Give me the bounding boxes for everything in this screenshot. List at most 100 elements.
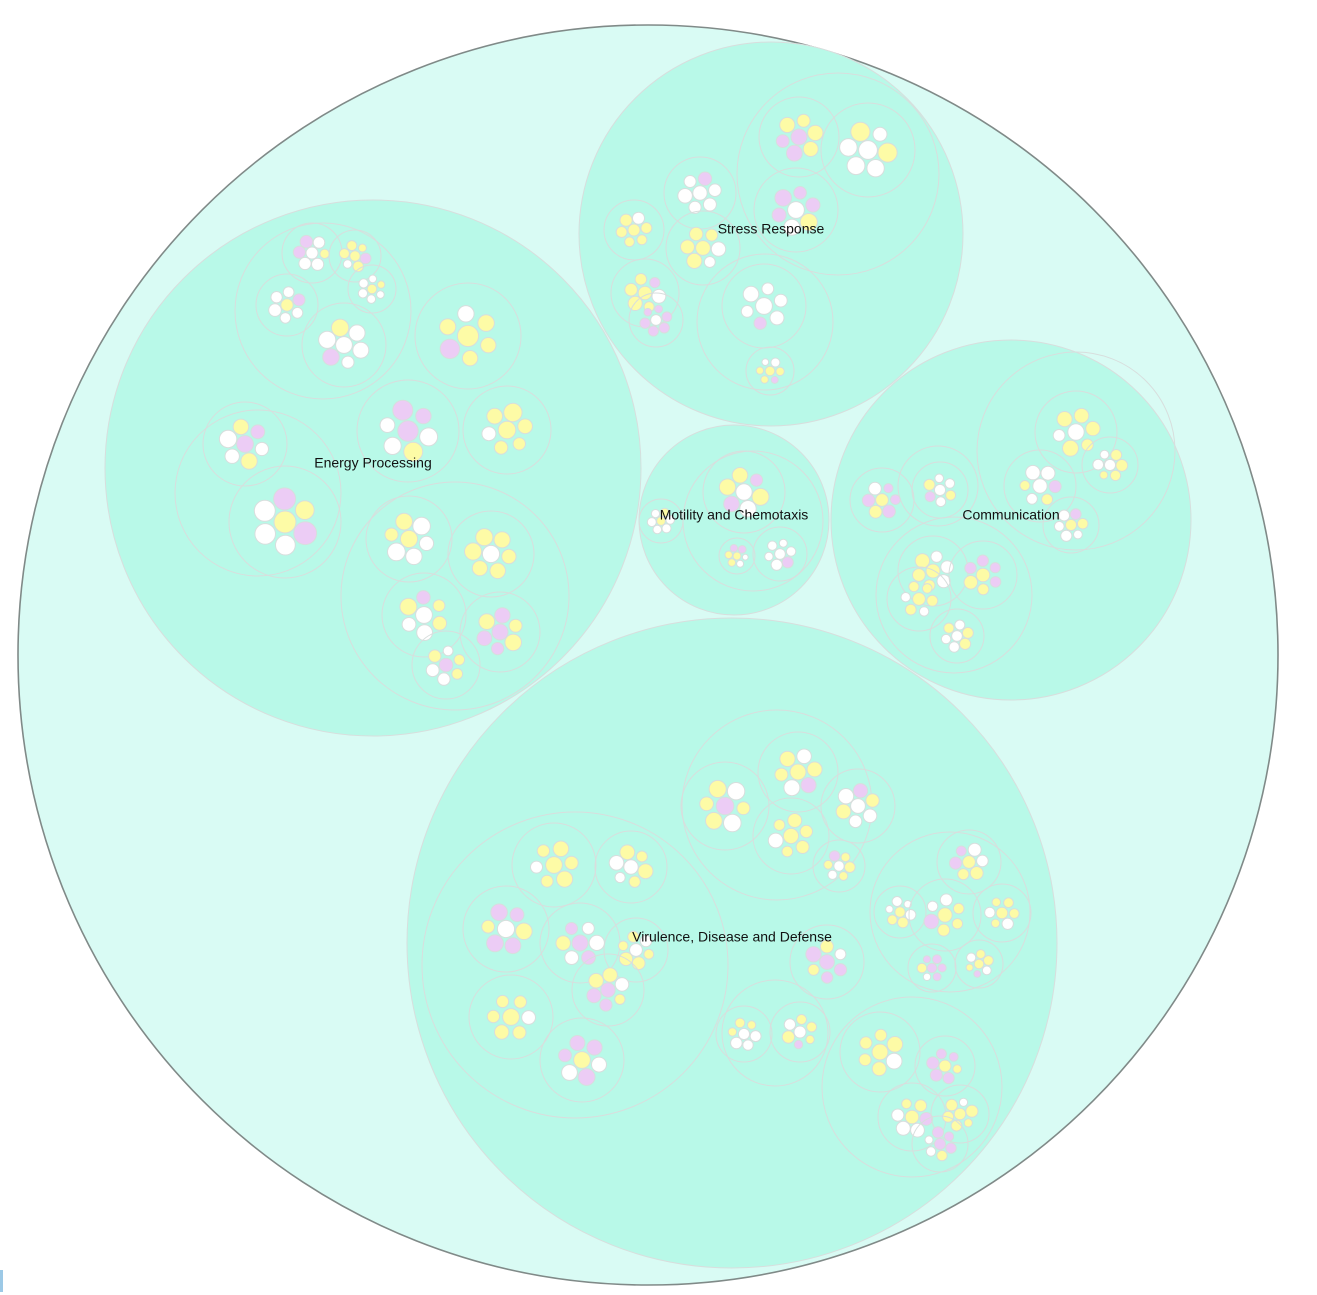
- leaf-circle[interactable]: [661, 311, 673, 323]
- leaf-circle[interactable]: [964, 561, 977, 575]
- leaf-circle[interactable]: [723, 813, 742, 833]
- leaf-circle[interactable]: [508, 618, 523, 633]
- leaf-circle[interactable]: [688, 200, 702, 214]
- leaf-circle[interactable]: [397, 420, 419, 442]
- leaf-circle[interactable]: [432, 599, 446, 612]
- leaf-circle[interactable]: [341, 355, 355, 369]
- leaf-circle[interactable]: [1025, 464, 1041, 481]
- subcluster-circle[interactable]: [873, 885, 927, 939]
- subcluster-circle[interactable]: [820, 768, 896, 844]
- leaf-circle[interactable]: [734, 1017, 746, 1029]
- leaf-circle[interactable]: [608, 855, 625, 871]
- subcluster-circle[interactable]: [680, 761, 770, 851]
- group-virulence-disease-and-defense[interactable]: [406, 617, 1058, 1269]
- leaf-circle[interactable]: [793, 1039, 804, 1050]
- leaf-circle[interactable]: [634, 273, 648, 286]
- leaf-circle[interactable]: [715, 796, 735, 816]
- leaf-circle[interactable]: [493, 440, 509, 455]
- leaf-circle[interactable]: [496, 919, 516, 939]
- leaf-circle[interactable]: [416, 590, 431, 605]
- leaf-circle[interactable]: [478, 613, 496, 630]
- leaf-circle[interactable]: [1056, 411, 1073, 428]
- leaf-circle[interactable]: [969, 866, 984, 880]
- leaf-circle[interactable]: [895, 1120, 911, 1136]
- leaf-circle[interactable]: [953, 1107, 967, 1121]
- leaf-circle[interactable]: [1064, 518, 1078, 532]
- leaf-circle[interactable]: [793, 1025, 807, 1039]
- leaf-circle[interactable]: [1008, 908, 1020, 919]
- subcluster-circle[interactable]: [628, 292, 684, 348]
- leaf-circle[interactable]: [751, 487, 770, 506]
- leaf-circle[interactable]: [850, 121, 871, 142]
- group-circle[interactable]: [721, 979, 829, 1087]
- leaf-circle[interactable]: [1092, 458, 1105, 471]
- leaf-circle[interactable]: [731, 467, 749, 484]
- leaf-circle[interactable]: [995, 906, 1009, 920]
- leaf-circle[interactable]: [392, 399, 414, 421]
- subcluster-circle[interactable]: [356, 379, 460, 483]
- leaf-circle[interactable]: [957, 868, 970, 881]
- leaf-circle[interactable]: [403, 441, 424, 462]
- leaf-circle[interactable]: [680, 239, 695, 255]
- leaf-circle[interactable]: [958, 1097, 969, 1107]
- leaf-circle[interactable]: [577, 1068, 596, 1086]
- leaf-circle[interactable]: [740, 305, 754, 318]
- subcluster-circle[interactable]: [447, 510, 535, 598]
- leaf-circle[interactable]: [976, 854, 989, 868]
- leaf-circle[interactable]: [883, 483, 894, 494]
- leaf-circle[interactable]: [368, 274, 378, 284]
- subcluster-circle[interactable]: [752, 797, 830, 875]
- leaf-circle[interactable]: [602, 967, 618, 983]
- leaf-circle[interactable]: [718, 478, 737, 496]
- leaf-circle[interactable]: [588, 972, 604, 989]
- subcluster-circle[interactable]: [886, 566, 952, 632]
- leaf-circle[interactable]: [840, 852, 851, 863]
- group-energy-processing[interactable]: [104, 199, 642, 737]
- leaf-circle[interactable]: [963, 575, 979, 590]
- leaf-circle[interactable]: [967, 842, 982, 857]
- leaf-circle[interactable]: [480, 337, 497, 354]
- leaf-circle[interactable]: [874, 1028, 888, 1042]
- leaf-circle[interactable]: [556, 870, 574, 888]
- leaf-circle[interactable]: [588, 934, 605, 952]
- leaf-circle[interactable]: [943, 622, 955, 634]
- leaf-circle[interactable]: [1001, 917, 1014, 930]
- leaf-circle[interactable]: [938, 1059, 952, 1073]
- leaf-circle[interactable]: [432, 615, 448, 631]
- leaf-circle[interactable]: [619, 844, 636, 861]
- leaf-circle[interactable]: [866, 159, 885, 178]
- leaf-circle[interactable]: [646, 517, 657, 528]
- category-circle-communication[interactable]: [830, 339, 1192, 701]
- leaf-circle[interactable]: [658, 322, 670, 334]
- leaf-circle[interactable]: [335, 336, 353, 354]
- subcluster-circle[interactable]: [757, 731, 839, 813]
- leaf-circle[interactable]: [697, 171, 713, 186]
- leaf-circle[interactable]: [769, 310, 785, 326]
- leaf-circle[interactable]: [833, 963, 848, 977]
- leaf-circle[interactable]: [966, 952, 977, 963]
- leaf-circle[interactable]: [305, 246, 319, 260]
- subcluster-circle[interactable]: [462, 885, 550, 973]
- leaf-circle[interactable]: [428, 649, 442, 663]
- subcluster-circle[interactable]: [347, 264, 397, 314]
- leaf-circle[interactable]: [1048, 479, 1062, 494]
- subcluster-circle[interactable]: [468, 974, 554, 1060]
- group-circle[interactable]: [976, 351, 1176, 551]
- leaf-circle[interactable]: [629, 943, 643, 957]
- leaf-circle[interactable]: [820, 971, 834, 984]
- subcluster-circle[interactable]: [914, 1035, 976, 1097]
- leaf-circle[interactable]: [805, 197, 821, 213]
- leaf-circle[interactable]: [477, 314, 495, 332]
- leaf-circle[interactable]: [774, 189, 793, 207]
- leaf-circle[interactable]: [379, 417, 396, 434]
- leaf-circle[interactable]: [552, 840, 570, 858]
- leaf-circle[interactable]: [254, 523, 277, 545]
- leaf-circle[interactable]: [399, 529, 419, 549]
- leaf-circle[interactable]: [705, 811, 723, 830]
- leaf-circle[interactable]: [742, 1039, 754, 1051]
- leaf-circle[interactable]: [1099, 449, 1110, 460]
- leaf-circle[interactable]: [565, 922, 578, 935]
- leaf-circle[interactable]: [908, 581, 920, 593]
- leaf-circle[interactable]: [218, 429, 238, 449]
- leaf-circle[interactable]: [724, 550, 734, 560]
